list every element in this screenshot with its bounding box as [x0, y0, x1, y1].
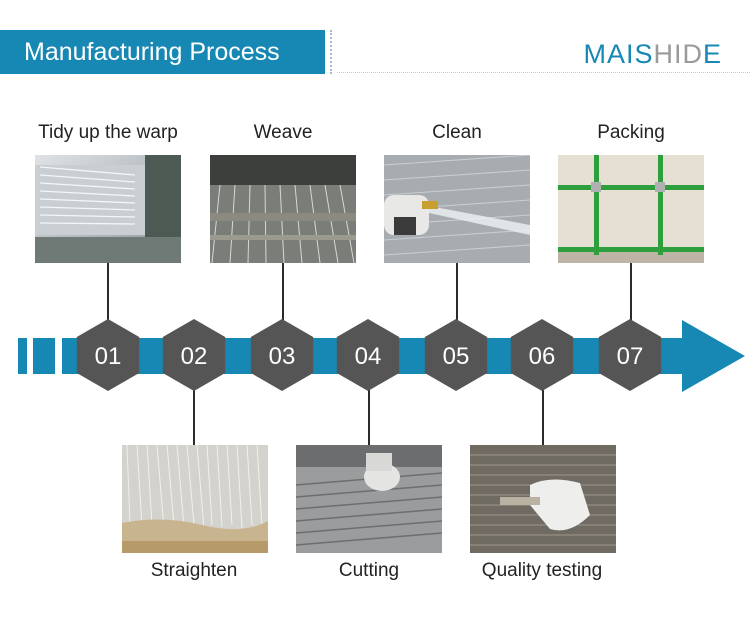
section-title: Manufacturing Process [0, 30, 325, 74]
step-hexagon-07 [598, 319, 662, 391]
connector-07 [630, 263, 632, 325]
timeline-dash-1 [18, 338, 27, 374]
step-label-straighten: Straighten [150, 560, 238, 581]
header-rule [337, 72, 750, 73]
step-hexagon-05 [424, 319, 488, 391]
step-hexagon-04 [336, 319, 400, 391]
photo-quality-testing [470, 445, 616, 553]
connector-05 [456, 263, 458, 325]
photo-packing [558, 155, 704, 263]
connector-03 [282, 263, 284, 325]
step-label-quality-testing: Quality testing [481, 560, 603, 581]
step-hexagon-01 [76, 319, 140, 391]
connector-04 [368, 387, 370, 445]
step-label-clean: Clean [432, 122, 482, 143]
connector-06 [542, 387, 544, 445]
timeline-arrowhead [672, 320, 745, 392]
header-divider [330, 30, 335, 74]
step-label-tidy-warp: Tidy up the warp [38, 122, 178, 143]
connector-01 [107, 263, 109, 325]
photo-cutting [296, 445, 442, 553]
photo-weave [210, 155, 356, 263]
step-label-weave: Weave [253, 122, 313, 143]
photo-clean [384, 155, 530, 263]
step-label-packing: Packing [597, 122, 665, 143]
step-label-cutting: Cutting [338, 560, 400, 581]
step-hexagon-06 [510, 319, 574, 391]
connector-02 [193, 387, 195, 445]
step-hexagon-02 [162, 319, 226, 391]
photo-straighten [122, 445, 268, 553]
step-hexagon-03 [250, 319, 314, 391]
timeline-dash-2 [33, 338, 55, 374]
brand-logo: MAISHIDE [583, 39, 722, 69]
photo-tidy-warp [35, 155, 181, 263]
